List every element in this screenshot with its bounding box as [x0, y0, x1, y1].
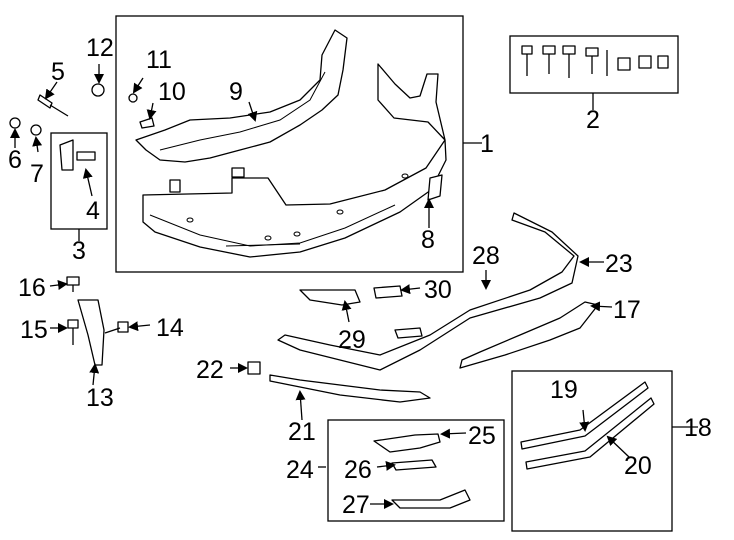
lower-parts [269, 212, 599, 403]
callout-24: 24 [286, 456, 314, 484]
callout-20: 20 [624, 452, 652, 480]
callout-2: 2 [586, 106, 600, 134]
callout-labels: 1 2 3 4 5 6 7 8 9 10 11 12 13 14 15 16 1… [8, 34, 712, 519]
callout-23: 23 [605, 250, 633, 278]
callout-13: 13 [86, 384, 114, 412]
molding-strips [520, 381, 655, 470]
reflector-box-24 [327, 419, 505, 522]
callout-3: 3 [72, 237, 86, 265]
callout-27: 27 [342, 491, 370, 519]
impact-bar [135, 29, 348, 193]
callout-29: 29 [338, 326, 366, 354]
callout-7: 7 [30, 160, 44, 188]
callout-9: 9 [229, 78, 243, 106]
hardware-box-2 [509, 35, 679, 94]
callout-6: 6 [8, 146, 22, 174]
assembly-box-1 [115, 15, 464, 273]
callout-12: 12 [86, 34, 114, 62]
reflector-parts [373, 433, 471, 509]
callout-28: 28 [472, 242, 500, 270]
callout-1: 1 [480, 130, 494, 158]
callout-11: 11 [146, 46, 172, 74]
callout-22: 22 [196, 356, 224, 384]
callout-15: 15 [20, 316, 48, 344]
bumper-cover [142, 63, 447, 258]
callout-19: 19 [550, 376, 578, 404]
hardware-set [521, 45, 669, 78]
callout-5: 5 [51, 58, 65, 86]
callout-10: 10 [158, 78, 186, 106]
small-fasteners [9, 83, 443, 375]
callout-16: 16 [18, 274, 46, 302]
callout-18: 18 [684, 414, 712, 442]
callout-26: 26 [344, 456, 372, 484]
molding-box-18 [511, 370, 673, 532]
callout-21: 21 [288, 418, 316, 446]
callout-25: 25 [468, 422, 496, 450]
callout-4: 4 [86, 197, 100, 225]
callout-8: 8 [421, 226, 435, 254]
callout-30: 30 [424, 276, 452, 304]
callout-14: 14 [156, 314, 184, 342]
callout-17: 17 [613, 296, 641, 324]
leader-lines [10, 64, 698, 509]
